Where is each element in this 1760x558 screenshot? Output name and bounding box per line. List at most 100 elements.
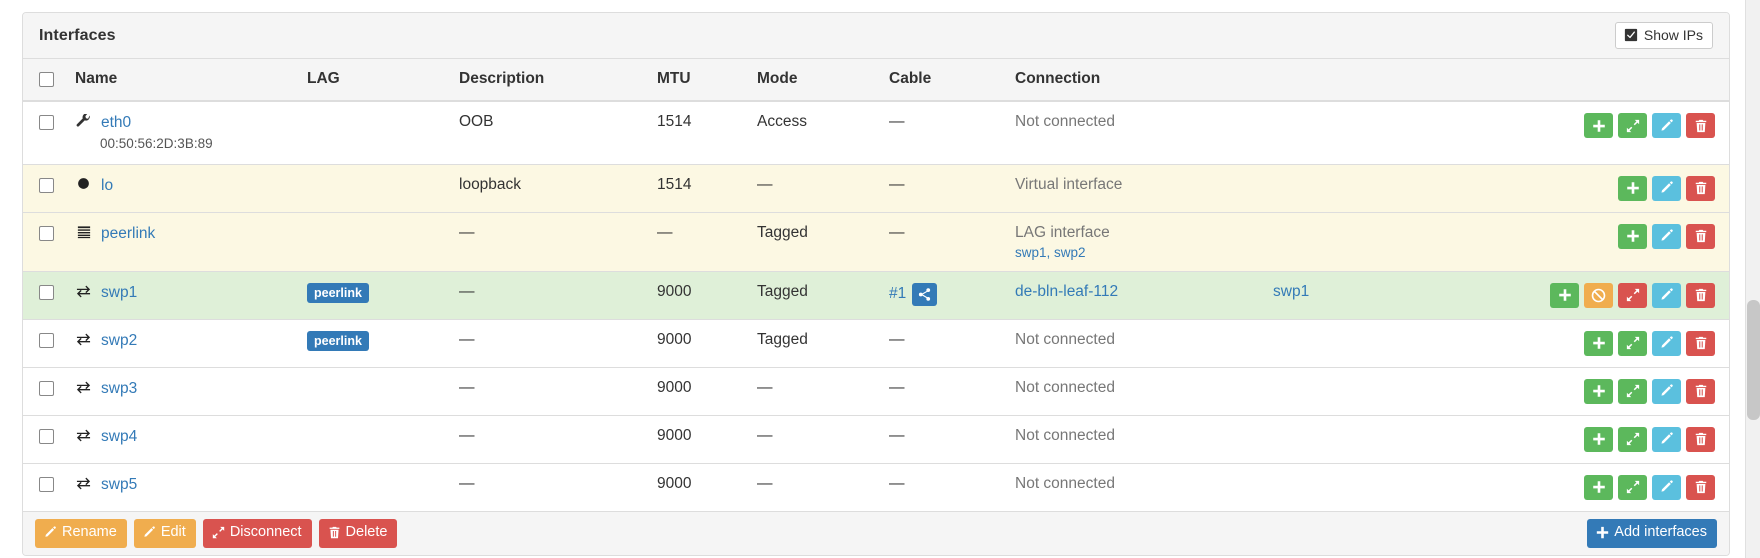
disconnect-button[interactable]: Disconnect xyxy=(202,519,312,548)
connection-value[interactable]: de-bln-leaf-112 xyxy=(1015,282,1119,300)
connect-button[interactable] xyxy=(1618,474,1647,500)
mtu-cell: 9000 xyxy=(649,366,749,416)
cable-value: — xyxy=(889,426,905,444)
connect-button[interactable] xyxy=(1618,426,1647,452)
header-row: Name LAG Description MTU Mode Cable Conn… xyxy=(23,59,1729,102)
rename-button[interactable]: Rename xyxy=(35,519,127,548)
row-checkbox[interactable] xyxy=(39,115,54,130)
edit-button[interactable] xyxy=(1652,113,1681,138)
mtu-cell: 9000 xyxy=(649,318,749,368)
cable-value: — xyxy=(889,378,905,396)
interface-name-link[interactable]: swp1 xyxy=(101,283,138,301)
cable-link[interactable]: #1 xyxy=(889,285,907,303)
delete-button[interactable] xyxy=(1686,223,1715,249)
table-row[interactable]: swp3—9000——Not connected xyxy=(23,366,1729,416)
interface-name-link[interactable]: swp2 xyxy=(101,331,138,349)
trace-button[interactable] xyxy=(1618,282,1647,308)
add-button[interactable] xyxy=(1584,113,1613,138)
description-cell: — xyxy=(451,270,649,320)
add-button[interactable] xyxy=(1584,378,1613,404)
layer-group-icon xyxy=(75,224,92,239)
edit-button[interactable] xyxy=(1652,175,1681,201)
delete-button[interactable] xyxy=(1686,474,1715,500)
delete-button[interactable] xyxy=(1686,330,1715,356)
page-scrollbar[interactable] xyxy=(1745,0,1760,558)
add-button[interactable] xyxy=(1550,282,1579,308)
row-checkbox[interactable] xyxy=(39,476,54,492)
add-interfaces-button[interactable]: Add interfaces xyxy=(1587,519,1717,548)
edit-button[interactable] xyxy=(1652,330,1681,356)
share-alt-icon[interactable] xyxy=(912,282,938,306)
edit-button[interactable] xyxy=(1652,474,1681,500)
cable-value: — xyxy=(889,474,905,492)
column-header-name[interactable]: Name xyxy=(67,59,299,102)
mode-cell: Tagged xyxy=(749,318,881,368)
delete-button[interactable] xyxy=(1686,282,1715,308)
description-cell: — xyxy=(451,462,649,511)
interface-name-link[interactable]: lo xyxy=(101,176,114,194)
lag-badge[interactable]: peerlink xyxy=(307,330,369,352)
peer-cell: swp1 xyxy=(1265,270,1515,320)
peer-interface-link[interactable]: swp1 xyxy=(1273,282,1310,300)
add-button[interactable] xyxy=(1584,426,1613,452)
lag-cell xyxy=(299,414,451,464)
connect-button[interactable] xyxy=(1618,378,1647,404)
edit-button[interactable] xyxy=(1652,426,1681,452)
column-header-mtu[interactable]: MTU xyxy=(649,59,749,102)
add-button[interactable] xyxy=(1618,175,1647,201)
column-header-mode[interactable]: Mode xyxy=(749,59,881,102)
edit-button[interactable] xyxy=(1652,223,1681,249)
column-header-connection[interactable]: Connection xyxy=(1007,59,1265,102)
delete-button[interactable] xyxy=(1686,113,1715,138)
table-row[interactable]: swp4—9000——Not connected xyxy=(23,414,1729,464)
interface-name-link[interactable]: swp4 xyxy=(101,427,138,445)
add-button[interactable] xyxy=(1584,474,1613,500)
disconnect-button[interactable] xyxy=(1584,282,1613,308)
delete-button[interactable] xyxy=(1686,426,1715,452)
interface-name-link[interactable]: swp3 xyxy=(101,379,138,397)
delete-button[interactable] xyxy=(1686,378,1715,404)
connect-button[interactable] xyxy=(1618,113,1647,138)
lag-badge[interactable]: peerlink xyxy=(307,282,369,304)
row-checkbox[interactable] xyxy=(39,225,54,241)
delete-label: Delete xyxy=(345,524,388,541)
select-all-cell xyxy=(23,59,67,102)
connection-cell: de-bln-leaf-112 xyxy=(1007,270,1265,320)
table-row[interactable]: swp5—9000——Not connected xyxy=(23,462,1729,511)
mtu-cell: 9000 xyxy=(649,414,749,464)
mode-cell: — xyxy=(749,462,881,511)
show-ips-button[interactable]: Show IPs xyxy=(1614,21,1713,50)
connection-value: Not connected xyxy=(1015,378,1115,396)
column-header-lag[interactable]: LAG xyxy=(299,59,451,102)
column-header-description[interactable]: Description xyxy=(451,59,649,102)
select-all-checkbox[interactable] xyxy=(39,72,54,87)
column-header-cable[interactable]: Cable xyxy=(881,59,1007,102)
connection-member-link[interactable]: swp1, swp2 xyxy=(1015,244,1086,260)
delete-button[interactable]: Delete xyxy=(318,519,398,548)
add-button[interactable] xyxy=(1618,223,1647,249)
interface-name-link[interactable]: peerlink xyxy=(101,224,156,242)
interface-name-link[interactable]: eth0 xyxy=(101,114,132,131)
edit-button[interactable] xyxy=(1652,282,1681,308)
edit-button[interactable]: Edit xyxy=(133,519,196,548)
row-checkbox[interactable] xyxy=(39,177,54,193)
row-actions-cell xyxy=(1515,100,1729,165)
scrollbar-thumb[interactable] xyxy=(1747,300,1760,420)
row-checkbox[interactable] xyxy=(39,380,54,396)
connect-button[interactable] xyxy=(1618,330,1647,356)
trash-icon xyxy=(328,526,341,539)
delete-button[interactable] xyxy=(1686,175,1715,201)
row-checkbox[interactable] xyxy=(39,332,54,348)
description-cell: loopback xyxy=(451,163,649,213)
row-checkbox[interactable] xyxy=(39,428,54,444)
row-checkbox[interactable] xyxy=(39,284,54,300)
edit-button[interactable] xyxy=(1652,378,1681,404)
interface-name-link[interactable]: swp5 xyxy=(101,475,138,493)
add-button[interactable] xyxy=(1584,330,1613,356)
